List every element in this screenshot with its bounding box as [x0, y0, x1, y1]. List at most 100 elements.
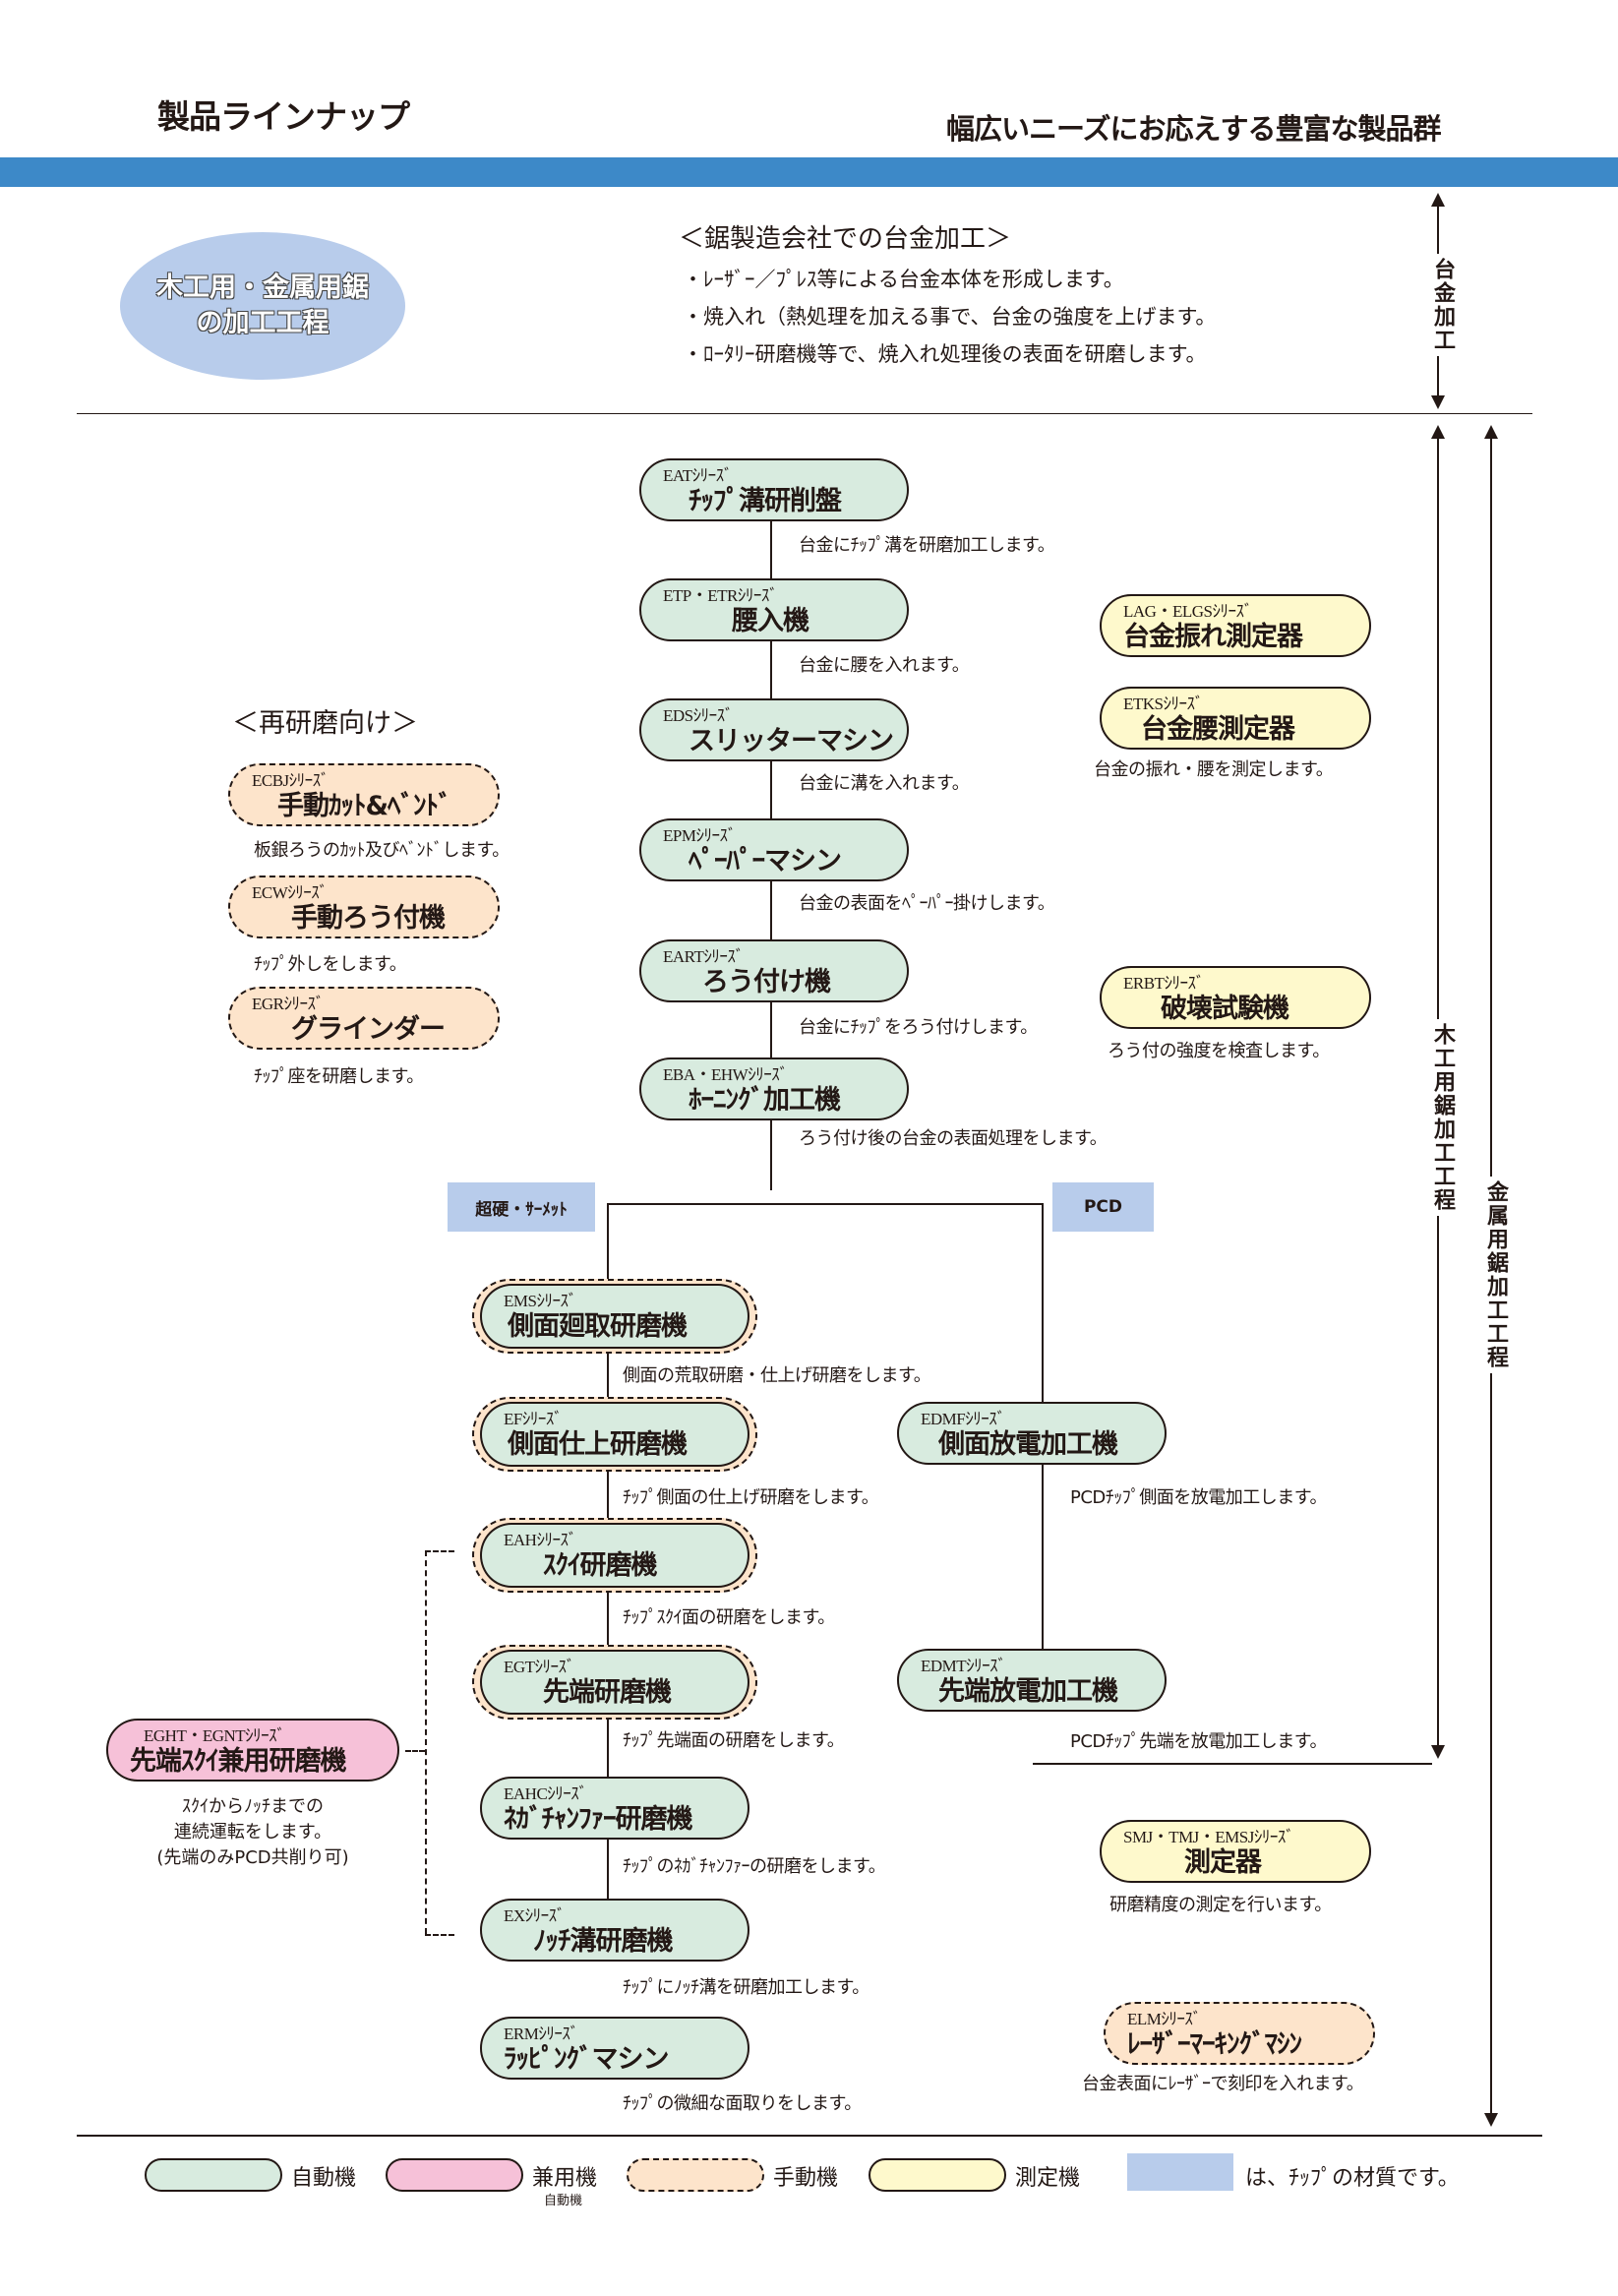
machine-node-eahc[interactable]: EAHCｼﾘｰｽﾞ ﾈｶﾞﾁｬﾝﾌｧｰ研磨機 — [480, 1777, 749, 1840]
node-name: 手動ろう付機 — [291, 903, 446, 934]
node-name: 側面廻取研磨機 — [508, 1311, 688, 1342]
legend-label-material: は、ﾁｯﾌﾟの材質です。 — [1245, 2166, 1460, 2191]
node-series: EBA・EHWｼﾘｰｽﾞ — [663, 1065, 788, 1084]
machine-node-eat[interactable]: EATｼﾘｰｽﾞ ﾁｯﾌﾟ溝研削盤 — [639, 458, 909, 521]
arrow-up-icon — [1431, 425, 1445, 439]
node-name: 手動ｶｯﾄ&ﾍﾞﾝﾄﾞ — [277, 791, 452, 821]
combined-bracket — [425, 1550, 427, 1934]
node-name: 側面放電加工機 — [938, 1429, 1118, 1460]
machine-node-eds[interactable]: EDSｼﾘｰｽﾞ スリッターマシン — [639, 698, 909, 761]
node-series: ERBTｼﾘｰｽﾞ — [1123, 974, 1204, 993]
machine-node-ecw[interactable]: ECWｼﾘｰｽﾞ 手動ろう付機 — [228, 876, 500, 938]
node-description: ﾁｯﾌﾟ側面の仕上げ研磨をします。 — [623, 1487, 879, 1508]
node-series: EPMｼﾘｰｽﾞ — [663, 826, 736, 845]
label-metal-process: 金属用鋸加工工程 — [1479, 1177, 1511, 1373]
legend-swatch-material — [1127, 2153, 1233, 2191]
node-series: EDSｼﾘｰｽﾞ — [663, 706, 734, 725]
legend-label-multi-sub: 自動機 — [544, 2194, 583, 2208]
node-series: ETKSｼﾘｰｽﾞ — [1123, 695, 1204, 713]
machine-node-eght-egnt[interactable]: EGHT・EGNTｼﾘｰｽﾞ 先端ｽｸｲ兼用研磨機 — [106, 1719, 399, 1782]
divider-top — [77, 413, 1532, 414]
node-name: 腰入機 — [732, 606, 809, 636]
note-line: (先端のみPCD共削り可) — [156, 1847, 349, 1868]
machine-node-epm[interactable]: EPMｼﾘｰｽﾞ ﾍﾟｰﾊﾟｰマシン — [639, 818, 909, 881]
node-description: ろう付け後の台金の表面処理をします。 — [799, 1128, 1108, 1149]
machine-node-ecbj[interactable]: ECBJｼﾘｰｽﾞ 手動ｶｯﾄ&ﾍﾞﾝﾄﾞ — [228, 763, 500, 826]
node-description: ﾁｯﾌﾟにﾉｯﾁ溝を研磨加工します。 — [623, 1977, 869, 1998]
machine-node-ems[interactable]: EMSｼﾘｰｽﾞ 側面廻取研磨機 — [480, 1284, 749, 1349]
node-series: EGRｼﾘｰｽﾞ — [252, 995, 325, 1013]
machine-node-eba-ehw[interactable]: EBA・EHWｼﾘｰｽﾞ ﾎｰﾆﾝｸﾞ加工機 — [639, 1057, 909, 1120]
machine-node-edmf[interactable]: EDMFｼﾘｰｽﾞ 側面放電加工機 — [897, 1402, 1167, 1465]
node-name: 台金腰測定器 — [1141, 714, 1295, 745]
node-name: 先端ｽｸｲ兼用研磨機 — [130, 1746, 347, 1777]
note-line: 連続運転をします。 — [173, 1822, 332, 1843]
legend-label-auto: 自動機 — [291, 2166, 357, 2191]
machine-node-smj-tmj-emsj[interactable]: SMJ・TMJ・EMSJｼﾘｰｽﾞ 測定器 — [1100, 1820, 1371, 1883]
machine-node-egr[interactable]: EGRｼﾘｰｽﾞ グラインダー — [228, 987, 500, 1050]
node-series: SMJ・TMJ・EMSJｼﾘｰｽﾞ — [1123, 1828, 1294, 1846]
node-description: 台金の表面をﾍﾟｰﾊﾟｰ掛けします。 — [799, 893, 1055, 914]
node-name: ﾈｶﾞﾁｬﾝﾌｧｰ研磨機 — [504, 1804, 693, 1835]
node-description: 台金の振れ・腰を測定します。 — [1094, 759, 1334, 780]
header-band — [0, 157, 1618, 187]
node-name: 台金振れ測定器 — [1123, 622, 1303, 652]
machine-node-ef[interactable]: EFｼﾘｰｽﾞ 側面仕上研磨機 — [480, 1402, 749, 1467]
node-description: ﾁｯﾌﾟ座を研磨します。 — [254, 1066, 424, 1087]
node-name: ﾍﾟｰﾊﾟｰマシン — [689, 846, 842, 876]
divider-bottom — [77, 2135, 1542, 2137]
machine-node-erm[interactable]: ERMｼﾘｰｽﾞ ﾗｯﾋﾟﾝｸﾞマシン — [480, 2017, 749, 2080]
node-series: EMSｼﾘｰｽﾞ — [504, 1292, 576, 1310]
wood-process-end-line — [1033, 1763, 1432, 1765]
node-description: 台金に溝を入れます。 — [799, 773, 970, 794]
node-series: EARTｼﾘｰｽﾞ — [663, 947, 744, 966]
material-tag-carbide: 超硬・ｻｰﾒｯﾄ — [448, 1182, 595, 1232]
node-series: EAHCｼﾘｰｽﾞ — [504, 1784, 587, 1803]
machine-node-lag-elgs[interactable]: LAG・ELGSｼﾘｰｽﾞ 台金振れ測定器 — [1100, 594, 1371, 657]
machine-node-eart[interactable]: EARTｼﾘｰｽﾞ ろう付け機 — [639, 939, 909, 1002]
intro-line: ・ﾛｰﾀﾘｰ研磨機等で、焼入れ処理後の表面を研磨します。 — [683, 342, 1207, 366]
node-description: ﾁｯﾌﾟｽｸｲ面の研磨をします。 — [623, 1607, 835, 1628]
node-description: ﾁｯﾌﾟの微細な面取りをします。 — [623, 2093, 862, 2114]
machine-node-ex[interactable]: EXｼﾘｰｽﾞ ﾉｯﾁ溝研磨機 — [480, 1899, 749, 1962]
node-name: 破壊試験機 — [1161, 994, 1289, 1024]
intro-line: ・ﾚｰｻﾞｰ／ﾌﾟﾚｽ等による台金本体を形成します。 — [683, 268, 1124, 291]
bracket-link — [405, 1750, 425, 1752]
ellipse-line-2: の加工工程 — [196, 308, 330, 338]
page-title: 製品ラインナップ — [157, 97, 410, 136]
node-series: ECBJｼﾘｰｽﾞ — [252, 771, 330, 790]
machine-node-edmt[interactable]: EDMTｼﾘｰｽﾞ 先端放電加工機 — [897, 1649, 1167, 1712]
node-name: 側面仕上研磨機 — [508, 1429, 688, 1460]
arrow-up-icon — [1431, 193, 1445, 207]
node-series: ECWｼﾘｰｽﾞ — [252, 883, 328, 902]
machine-node-etks[interactable]: ETKSｼﾘｰｽﾞ 台金腰測定器 — [1100, 687, 1371, 750]
node-description: ﾁｯﾌﾟ先端面の研磨をします。 — [623, 1730, 845, 1751]
legend-label-measure: 測定機 — [1015, 2166, 1081, 2191]
machine-node-etp-etr[interactable]: ETP・ETRｼﾘｰｽﾞ 腰入機 — [639, 578, 909, 641]
legend-swatch-measure — [869, 2158, 1006, 2192]
process-title-ellipse: 木工用・金属用鋸 の加工工程 — [120, 232, 405, 380]
node-series: EGTｼﾘｰｽﾞ — [504, 1658, 575, 1676]
node-description: ﾁｯﾌﾟのﾈｶﾞﾁｬﾝﾌｧｰの研磨をします。 — [623, 1856, 886, 1877]
node-series: ELMｼﾘｰｽﾞ — [1127, 2010, 1201, 2028]
machine-node-egt[interactable]: EGTｼﾘｰｽﾞ 先端研磨機 — [480, 1650, 749, 1715]
machine-node-eah[interactable]: EAHｼﾘｰｽﾞ ｽｸｲ研磨機 — [480, 1523, 749, 1588]
intro-title: ＜鋸製造会社での台金加工＞ — [679, 224, 1012, 254]
node-name: ﾉｯﾁ溝研磨機 — [533, 1926, 674, 1957]
node-series: EATｼﾘｰｽﾞ — [663, 466, 733, 485]
node-name: ﾁｯﾌﾟ溝研削盤 — [689, 486, 842, 516]
node-description: 側面の荒取研磨・仕上げ研磨をします。 — [623, 1365, 931, 1386]
regrind-title: ＜再研磨向け＞ — [232, 708, 418, 739]
node-description: 台金にﾁｯﾌﾟをろう付けします。 — [799, 1017, 1038, 1038]
node-name: スリッターマシン — [689, 726, 894, 756]
arrow-down-icon — [1431, 1745, 1445, 1759]
machine-node-erbt[interactable]: ERBTｼﾘｰｽﾞ 破壊試験機 — [1100, 966, 1371, 1029]
arrow-down-icon — [1431, 395, 1445, 409]
label-wood-process: 木工用鋸加工工程 — [1426, 1019, 1458, 1216]
node-description: 板銀ろうのｶｯﾄ及びﾍﾞﾝﾄﾞします。 — [254, 840, 509, 861]
legend-label-manual: 手動機 — [773, 2166, 839, 2191]
ellipse-line-1: 木工用・金属用鋸 — [156, 272, 369, 303]
node-series: EFｼﾘｰｽﾞ — [504, 1410, 563, 1428]
node-series: ERMｼﾘｰｽﾞ — [504, 2024, 578, 2043]
machine-node-elm[interactable]: ELMｼﾘｰｽﾞ ﾚｰｻﾞｰﾏｰｷﾝｸﾞﾏｼﾝ — [1104, 2002, 1375, 2065]
